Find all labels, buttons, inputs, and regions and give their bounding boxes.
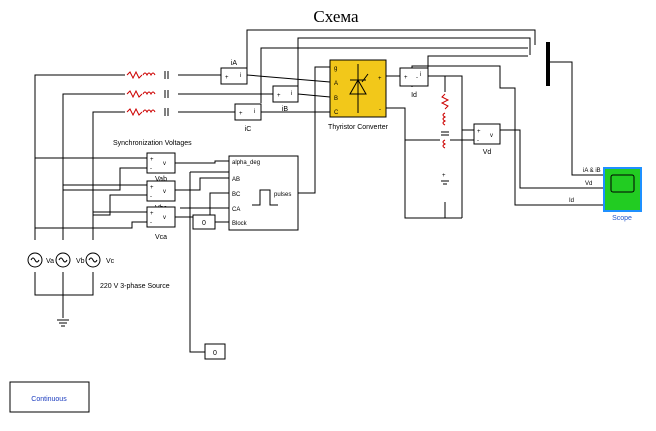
svg-text:-: - xyxy=(477,138,479,144)
solver-label: Continuous xyxy=(31,396,67,403)
svg-text:+: + xyxy=(150,211,154,217)
sync-label: Synchronization Voltages xyxy=(113,140,192,147)
pulse-icon xyxy=(252,189,278,206)
svg-text:+: + xyxy=(404,75,408,81)
svg-text:i: i xyxy=(420,72,421,78)
constant-block[interactable]: 0 xyxy=(192,214,216,230)
svg-text:+: + xyxy=(442,173,446,179)
id-label: Id xyxy=(411,92,417,99)
svg-text:Vc: Vc xyxy=(106,258,115,265)
svg-text:+: + xyxy=(150,157,154,163)
powergui-block[interactable]: Continuous xyxy=(9,381,90,413)
svg-text:0: 0 xyxy=(202,220,206,227)
current-meas-a-label: iA xyxy=(231,60,238,67)
svg-text:Va: Va xyxy=(46,258,54,265)
current-meas-c[interactable]: + i iC xyxy=(234,103,262,133)
current-meas-b[interactable]: + i iB xyxy=(272,85,299,113)
svg-text:CA: CA xyxy=(232,207,240,213)
diagram-title: Схема xyxy=(313,7,359,26)
svg-text:-: - xyxy=(150,166,152,172)
svg-text:C: C xyxy=(334,110,339,116)
source-c[interactable]: Vc xyxy=(85,252,115,268)
constant-alpha[interactable]: 0 xyxy=(204,343,226,360)
source-label: 220 V 3-phase Source xyxy=(100,283,170,290)
svg-text:0: 0 xyxy=(213,350,217,357)
svg-text:i: i xyxy=(254,109,255,115)
rlc-branch-b[interactable] xyxy=(125,89,178,99)
svg-text:v: v xyxy=(163,215,166,221)
svg-text:BC: BC xyxy=(232,192,241,198)
source-b[interactable]: Vb xyxy=(55,252,85,268)
sine-icon xyxy=(30,257,40,263)
rlc-branch-c[interactable] xyxy=(125,107,178,117)
vca-label: Vca xyxy=(155,234,167,241)
svg-text:-: - xyxy=(379,107,381,113)
svg-text:B: B xyxy=(334,96,338,102)
scope-label: Scope xyxy=(612,215,632,222)
voltage-meas-vd[interactable]: + - v Vd xyxy=(473,123,501,156)
scope-input-1-label: iA & iB xyxy=(583,168,601,174)
svg-text:v: v xyxy=(490,133,493,139)
svg-text:+: + xyxy=(239,111,243,117)
ground-icon xyxy=(57,319,69,327)
svg-text:Block: Block xyxy=(232,221,248,227)
current-meas-b-label: iB xyxy=(282,106,289,113)
voltage-meas-vca[interactable]: + - v Vca xyxy=(146,206,176,241)
scope-input-2-label: Vd xyxy=(585,181,592,187)
scope-screen-icon xyxy=(610,174,635,193)
svg-text:-: - xyxy=(150,194,152,200)
pulse-generator[interactable]: alpha_deg AB BC CA Block pulses xyxy=(228,155,299,231)
svg-text:g: g xyxy=(334,66,337,72)
svg-text:pulses: pulses xyxy=(274,192,291,198)
thyristor-icon xyxy=(349,64,369,113)
svg-text:+: + xyxy=(277,93,281,99)
source-a[interactable]: Va xyxy=(27,252,54,268)
svg-text:AB: AB xyxy=(232,177,240,183)
rlc-branch-a[interactable] xyxy=(125,70,178,80)
svg-text:v: v xyxy=(163,161,166,167)
scope[interactable]: Scope xyxy=(603,167,642,222)
svg-text:i: i xyxy=(291,91,292,97)
current-meas-id[interactable]: + - i Id xyxy=(399,67,429,99)
svg-text:A: A xyxy=(334,81,338,87)
voltage-meas-vab[interactable]: + - v Vab xyxy=(146,152,176,183)
thyristor-converter[interactable]: g A B C + - Thyristor Converter xyxy=(328,59,389,131)
svg-text:-: - xyxy=(150,220,152,226)
dc-load[interactable]: + xyxy=(440,92,450,202)
svg-text:-: - xyxy=(416,75,418,81)
scope-input-3-label: Id xyxy=(569,198,574,204)
svg-text:Vb: Vb xyxy=(76,258,85,265)
svg-text:+: + xyxy=(150,185,154,191)
vd-label: Vd xyxy=(483,149,492,156)
vab-label: Vab xyxy=(155,176,167,183)
svg-text:i: i xyxy=(240,73,241,79)
sine-icon xyxy=(88,257,98,263)
current-meas-c-label: iC xyxy=(245,126,252,133)
mux-block[interactable] xyxy=(546,42,550,86)
svg-text:+: + xyxy=(477,129,481,135)
svg-text:+: + xyxy=(225,75,229,81)
converter-label: Thyristor Converter xyxy=(328,124,389,131)
svg-text:alpha_deg: alpha_deg xyxy=(232,160,260,166)
wires xyxy=(34,29,604,353)
svg-text:v: v xyxy=(163,189,166,195)
sine-icon xyxy=(58,257,68,263)
svg-text:+: + xyxy=(378,76,382,82)
current-meas-a[interactable]: + i iA xyxy=(220,60,248,85)
